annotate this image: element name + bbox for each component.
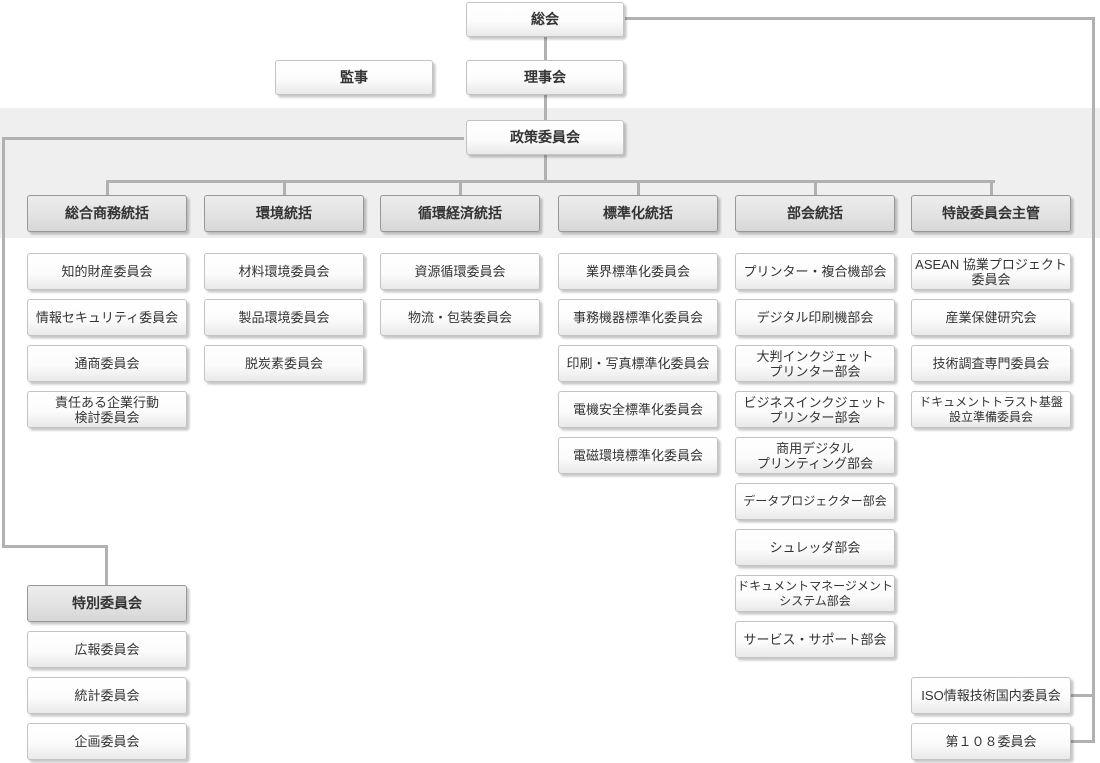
node-planning-committee: 企画委員会 [27,723,187,760]
node-data-projector-sectional: データプロジェクター部会 [735,483,895,520]
node-document-management-system-sectional: ドキュメントマネージメント システム部会 [735,575,895,612]
node-electrical-safety-standardization-committee: 電機安全標準化委員会 [558,391,718,428]
node-statistics-committee: 統計委員会 [27,677,187,714]
node-policy-committee: 政策委員会 [466,120,624,155]
node-product-environment-committee: 製品環境委員会 [204,299,364,336]
node-trade-committee: 通商委員会 [27,345,187,382]
node-office-equipment-standardization-committee: 事務機器標準化委員会 [558,299,718,336]
division-header-special-supervision: 特設委員会主管 [911,195,1071,232]
node-large-format-inkjet-sectional: 大判インクジェット プリンター部会 [735,345,895,382]
node-auditor: 監事 [275,60,433,95]
node-pr-committee: 広報委員会 [27,631,187,668]
node-service-support-sectional: サービス・サポート部会 [735,621,895,658]
node-decarbonization-committee: 脱炭素委員会 [204,345,364,382]
node-responsible-business-committee: 責任ある企業行動 検討委員会 [27,391,187,428]
connector-policy-down [544,155,547,181]
node-business-inkjet-sectional: ビジネスインクジェット プリンター部会 [735,391,895,428]
connector-stub-division-3 [459,183,462,195]
node-iso-it-domestic-committee: ISO情報技術国内委員会 [911,677,1071,714]
node-digital-press-sectional: デジタル印刷機部会 [735,299,895,336]
division-header-sectional-meetings: 部会統括 [735,195,895,232]
connector-left-vertical [2,137,5,548]
node-material-environment-committee: 材料環境委員会 [204,253,364,290]
connector-division-rail [106,180,995,183]
node-logistics-packaging-committee: 物流・包装委員会 [380,299,540,336]
connector-assembly-board [544,37,547,60]
division-header-environment: 環境統括 [204,195,364,232]
node-information-security-committee: 情報セキュリティ委員会 [27,299,187,336]
node-electromagnetic-standardization-committee: 電磁環境標準化委員会 [558,437,718,474]
connector-policy-left [2,137,464,140]
connector-right-vertical [1092,17,1095,743]
node-document-trust-foundation-committee: ドキュメントトラスト基盤 設立準備委員会 [911,391,1071,428]
connector-special-horizontal [2,545,108,548]
node-shredder-sectional: シュレッダ部会 [735,529,895,566]
connector-108-stub [1071,740,1092,743]
node-asean-collaboration-project-committee: ASEAN 協業プロジェクト 委員会 [911,253,1071,290]
node-commercial-digital-printing-sectional: 商用デジタル プリンティング部会 [735,437,895,474]
connector-board-policy [544,95,547,120]
connector-stub-division-1 [106,183,109,195]
connector-stub-division-6 [990,183,993,195]
node-no-108-committee: 第１０８委員会 [911,723,1071,760]
node-board-of-directors: 理事会 [466,60,624,95]
connector-stub-division-4 [637,183,640,195]
node-industry-standardization-committee: 業界標準化委員会 [558,253,718,290]
node-resource-circulation-committee: 資源循環委員会 [380,253,540,290]
connector-assembly-right [625,17,1095,20]
node-printing-photo-standardization-committee: 印刷・写真標準化委員会 [558,345,718,382]
special-committee-header: 特別委員会 [27,585,187,622]
division-header-circular-economy: 循環経済統括 [380,195,540,232]
node-intellectual-property-committee: 知的財産委員会 [27,253,187,290]
node-general-assembly: 総会 [466,2,624,37]
division-header-general-commerce: 総合商務統括 [27,195,187,232]
connector-special-stub [105,545,108,585]
division-header-standardization: 標準化統括 [558,195,718,232]
node-occupational-health-study-group: 産業保健研究会 [911,299,1071,336]
node-technology-research-committee: 技術調査専門委員会 [911,345,1071,382]
connector-stub-division-5 [814,183,817,195]
node-printer-mfp-sectional: プリンター・複合機部会 [735,253,895,290]
connector-stub-division-2 [283,183,286,195]
connector-iso-stub [1071,694,1092,697]
